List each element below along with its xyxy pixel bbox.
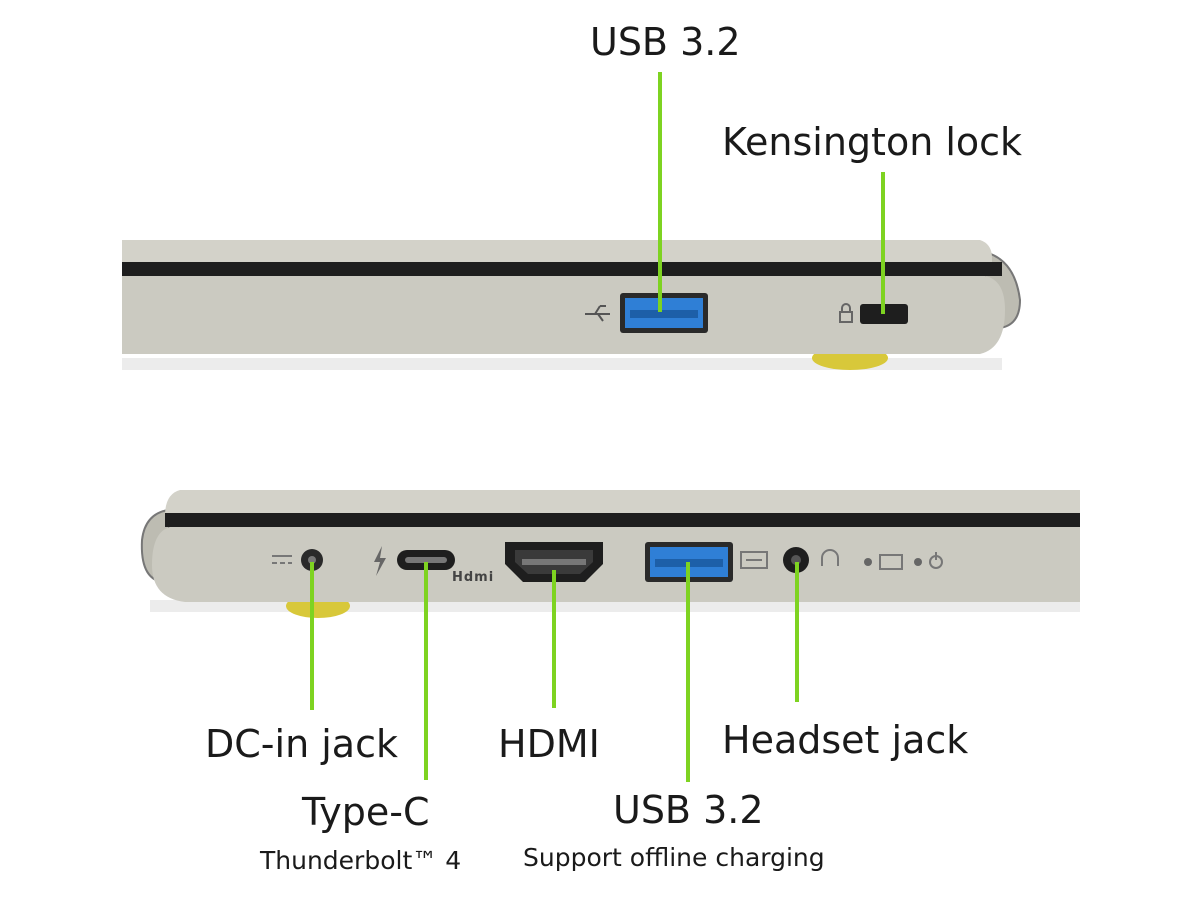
leader-line-headset	[795, 562, 799, 702]
label-usb-bottom: USB 3.2	[613, 788, 764, 832]
label-thunderbolt: Thunderbolt™ 4	[260, 846, 462, 875]
lid-bezel-line	[165, 513, 1080, 527]
laptop-base	[122, 276, 1005, 354]
label-type-c: Type-C	[302, 790, 430, 834]
label-headset-jack: Headset jack	[722, 718, 969, 762]
headset-icon	[821, 549, 839, 566]
laptop-lid	[165, 490, 1080, 516]
laptop-right-side-view	[122, 240, 1022, 370]
leader-line-kensington	[881, 172, 885, 314]
offline-charging-icon	[740, 551, 768, 569]
dc-symbol-icon	[272, 555, 292, 564]
lock-icon	[839, 303, 853, 323]
leader-line-hdmi	[552, 570, 556, 708]
laptop-lid	[122, 240, 992, 266]
usb-symbol-icon	[585, 305, 610, 322]
laptop-base	[152, 527, 1080, 602]
thunderbolt-icon	[374, 546, 386, 576]
laptop-left-side-view	[140, 490, 1080, 618]
label-usb-top: USB 3.2	[590, 20, 741, 64]
led-indicator	[864, 558, 872, 566]
leader-line-dc-in	[310, 562, 314, 710]
leader-line-usb-top	[658, 72, 662, 312]
battery-icon	[879, 554, 903, 570]
kensington-slot	[860, 304, 908, 324]
label-offline-charging: Support offline charging	[523, 843, 825, 872]
lid-bezel-line	[122, 262, 1002, 276]
led-indicator	[914, 558, 922, 566]
label-dc-in-jack: DC-in jack	[205, 722, 398, 766]
hdmi-logo-marking: Hdmi	[452, 570, 495, 585]
power-icon	[929, 552, 943, 569]
leader-line-type-c	[424, 562, 428, 780]
leader-line-usb-bottom	[686, 562, 690, 782]
label-hdmi: HDMI	[498, 722, 600, 766]
label-kensington-lock: Kensington lock	[722, 120, 1023, 164]
